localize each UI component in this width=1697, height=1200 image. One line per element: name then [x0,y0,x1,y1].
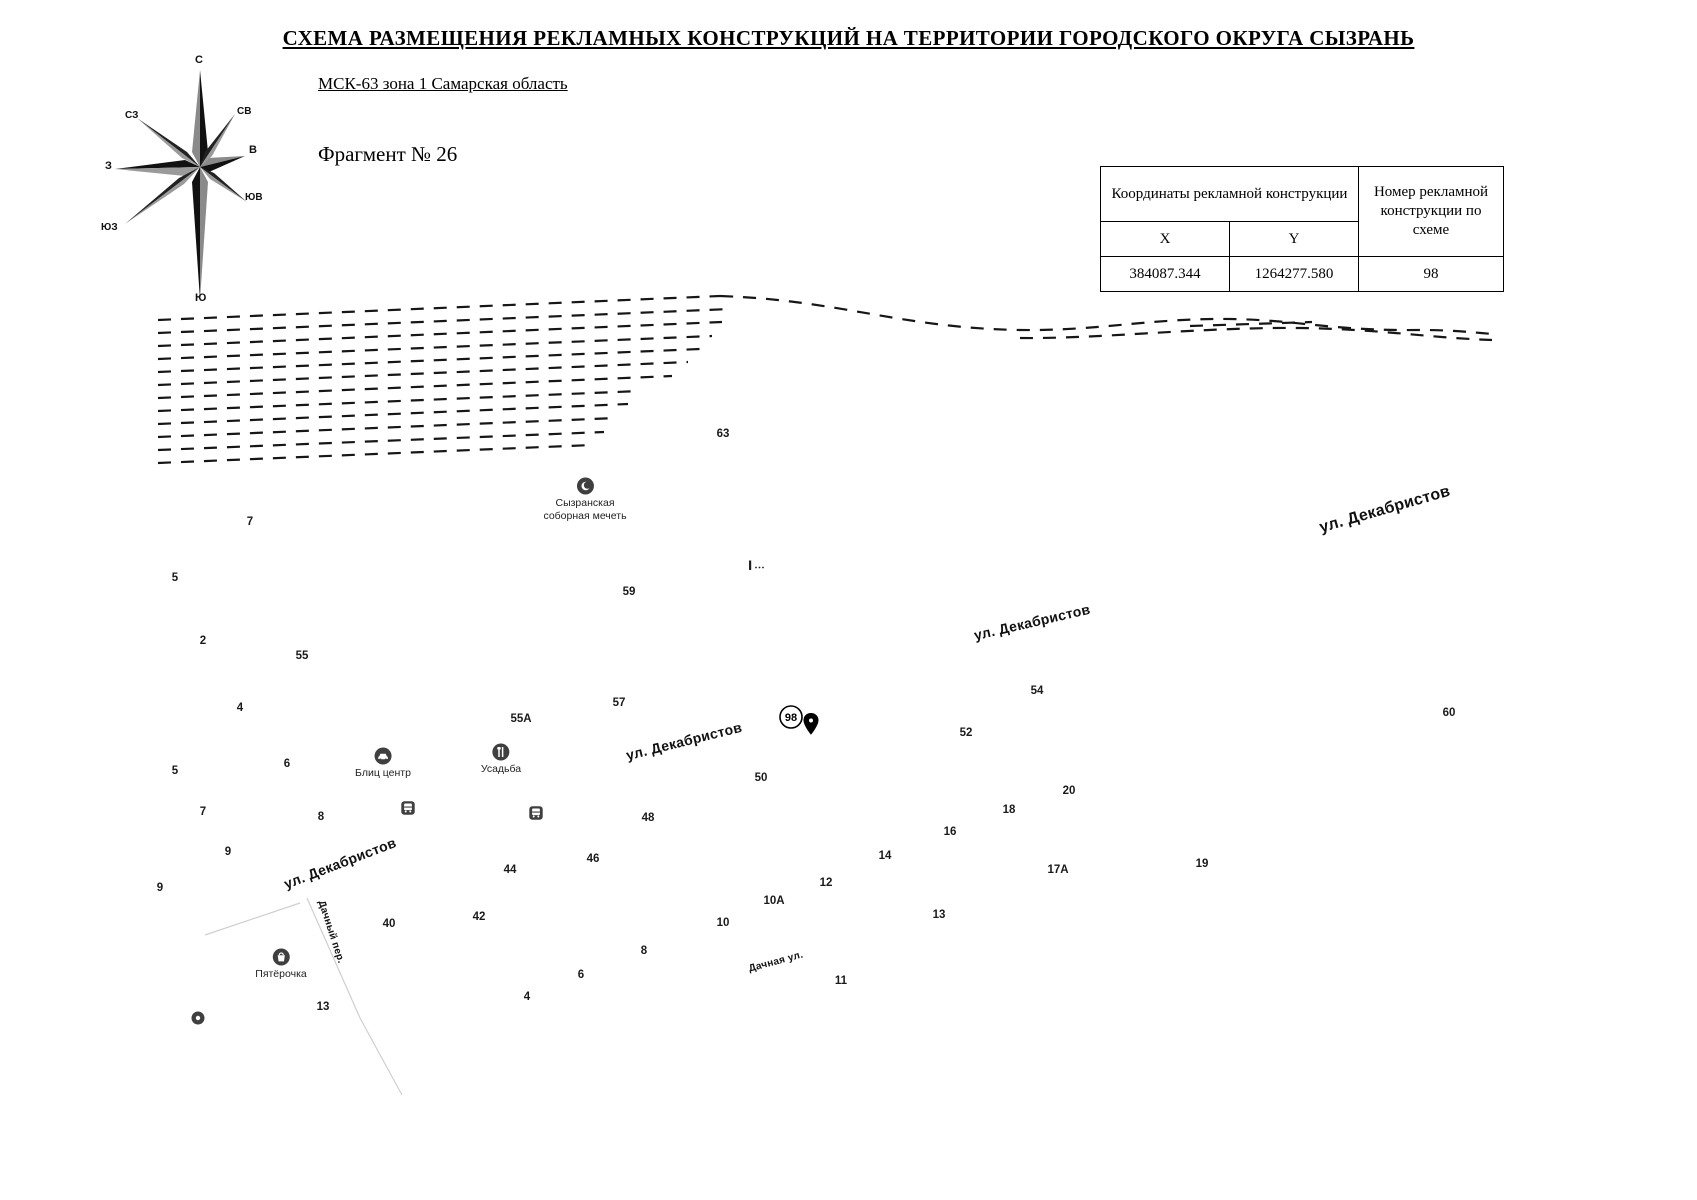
minor-road-lines [204,897,403,1096]
poi-mosque: Сызранская соборная мечеть [543,476,627,522]
poi-blitz-center: Блиц центр [355,746,411,780]
restaurant-icon [492,743,510,761]
zone-subtitle: МСК-63 зона 1 Самарская область [318,74,568,93]
monument-icon [749,560,764,570]
compass-se-label: ЮВ [245,192,263,203]
compass-rose: С СВ В ЮВ Ю ЮЗ З СЗ [95,52,285,312]
number-value: 98 [1358,256,1504,292]
compass-nw-label: СЗ [125,110,139,121]
bus-stop-icon [401,801,415,815]
ad-marker-number: 98 [785,712,797,724]
partial-poi-icon [191,1011,205,1025]
coords-header: Координаты рекламной конструкции [1100,166,1359,222]
x-value: 384087.344 [1100,256,1230,292]
railway-hatch-pattern [157,294,1493,465]
poi-blitz-label: Блиц центр [355,767,411,779]
poi-mosque-label: Сызранская соборная мечеть [543,497,627,522]
compass-n-label: С [195,54,203,66]
poi-usadba-label: Усадьба [480,763,522,775]
number-header: Номер рекламной конструкции по схеме [1358,166,1504,257]
poi-pyaterochka-label: Пятёрочка [255,968,307,980]
supermarket-icon [272,948,290,966]
compass-sw-label: ЮЗ [101,222,118,233]
poi-pyaterochka: Пятёрочка [255,947,307,981]
compass-e-label: В [249,144,257,156]
page-title: СХЕМА РАЗМЕЩЕНИЯ РЕКЛАМНЫХ КОНСТРУКЦИЙ Н… [282,26,1415,50]
compass-w-label: З [105,160,112,172]
mosque-icon [576,477,594,495]
compass-s-label: Ю [195,292,207,304]
y-value: 1264277.580 [1229,256,1359,292]
poi-usadba: Усадьба [481,742,521,776]
compass-ne-label: СВ [237,106,252,117]
coordinates-table: Координаты рекламной конструкции Номер р… [1100,166,1504,292]
bus-stop-icon [529,806,543,820]
fragment-label: Фрагмент № 26 [318,142,458,166]
car-icon [374,747,392,765]
compass-star-icon [115,70,247,300]
ad-construction-marker: 98 [779,705,819,735]
